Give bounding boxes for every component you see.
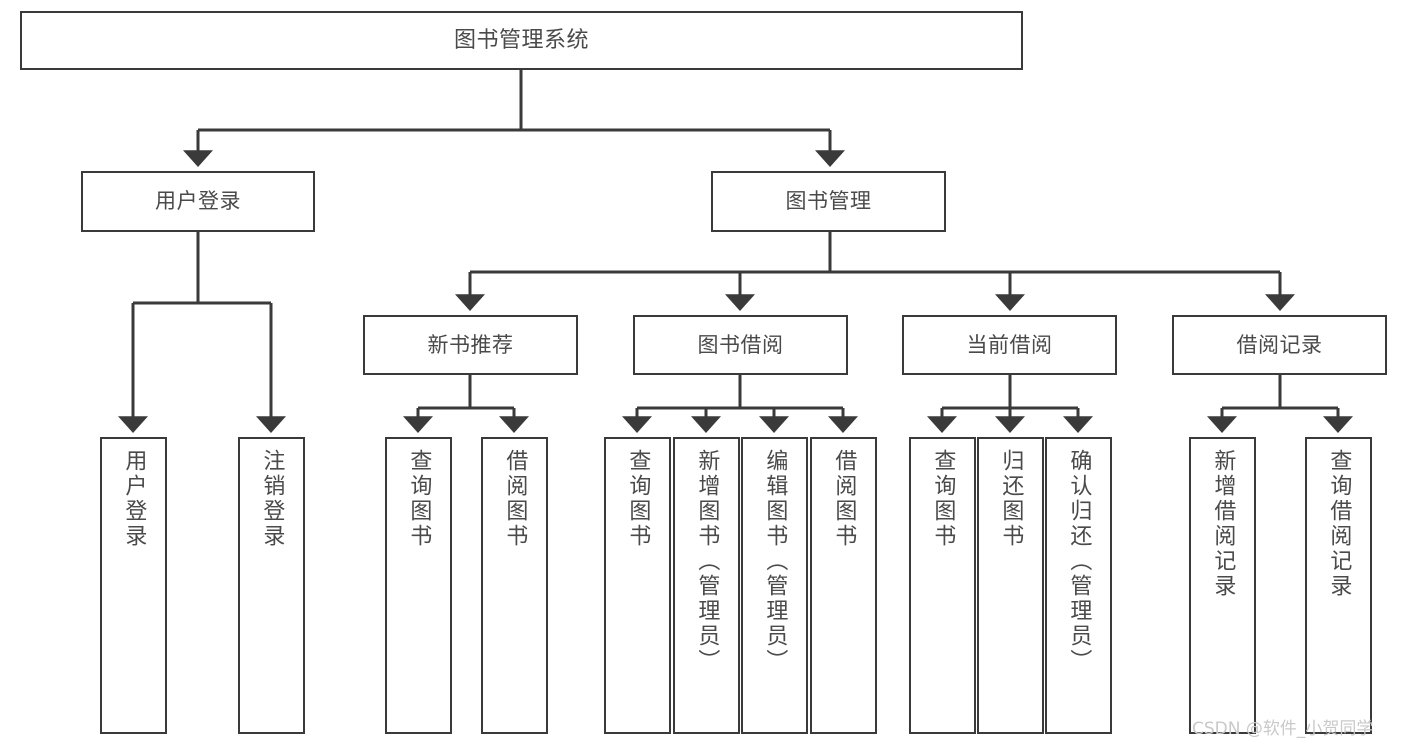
node-label: 图书管理: [785, 189, 872, 214]
node-label: 用户登录: [121, 449, 147, 549]
node-new-book-recommend[interactable]: 新书推荐: [363, 315, 578, 375]
leaf-user-login-signout[interactable]: 注销登录: [238, 437, 305, 734]
node-label: 图书管理系统: [453, 27, 589, 53]
csdn-watermark: CSDN @软件_小贺同学: [1192, 719, 1374, 739]
leaf-user-login-signin[interactable]: 用户登录: [100, 437, 167, 734]
node-label: 图书借阅: [697, 332, 784, 357]
node-label: 查询图书: [930, 449, 956, 549]
node-label: 借阅记录: [1236, 332, 1323, 357]
node-borrow-record[interactable]: 借阅记录: [1172, 315, 1387, 375]
node-label: 查询借阅记录: [1326, 449, 1352, 599]
node-label: 新书推荐: [427, 332, 514, 357]
node-current-borrow[interactable]: 当前借阅: [902, 315, 1117, 375]
node-label: 借阅图书: [502, 449, 528, 549]
node-root-system[interactable]: 图书管理系统: [20, 11, 1023, 70]
node-label: 查询图书: [406, 449, 432, 549]
leaf-book-borrow-lend[interactable]: 借阅图书: [810, 437, 877, 734]
leaf-current-borrow-query[interactable]: 查询图书: [909, 437, 976, 734]
leaf-borrow-record-add[interactable]: 新增借阅记录: [1189, 437, 1256, 734]
node-label: 当前借阅: [966, 332, 1053, 357]
leaf-current-borrow-return[interactable]: 归还图书: [977, 437, 1044, 734]
leaf-new-book-borrow[interactable]: 借阅图书: [481, 437, 548, 734]
node-label: 新增借阅记录: [1210, 449, 1236, 599]
node-label: 注销登录: [259, 449, 285, 549]
node-label: 编辑图书（管理员）: [762, 449, 788, 674]
node-label: 用户登录: [155, 189, 241, 214]
node-label: 新增图书（管理员）: [694, 449, 720, 674]
leaf-borrow-record-query[interactable]: 查询借阅记录: [1305, 437, 1372, 734]
node-label: 查询图书: [625, 449, 651, 549]
node-label: 归还图书: [998, 449, 1024, 549]
node-user-login[interactable]: 用户登录: [81, 171, 315, 232]
node-label: 借阅图书: [831, 449, 857, 549]
node-label: 确认归还（管理员）: [1066, 449, 1092, 674]
leaf-book-borrow-edit[interactable]: 编辑图书（管理员）: [741, 437, 808, 734]
leaf-new-book-query[interactable]: 查询图书: [385, 437, 452, 734]
leaf-current-borrow-confirm[interactable]: 确认归还（管理员）: [1045, 437, 1112, 734]
leaf-book-borrow-add[interactable]: 新增图书（管理员）: [673, 437, 740, 734]
node-book-borrow[interactable]: 图书借阅: [633, 315, 848, 375]
node-book-management[interactable]: 图书管理: [711, 171, 946, 232]
leaf-book-borrow-query[interactable]: 查询图书: [604, 437, 671, 734]
